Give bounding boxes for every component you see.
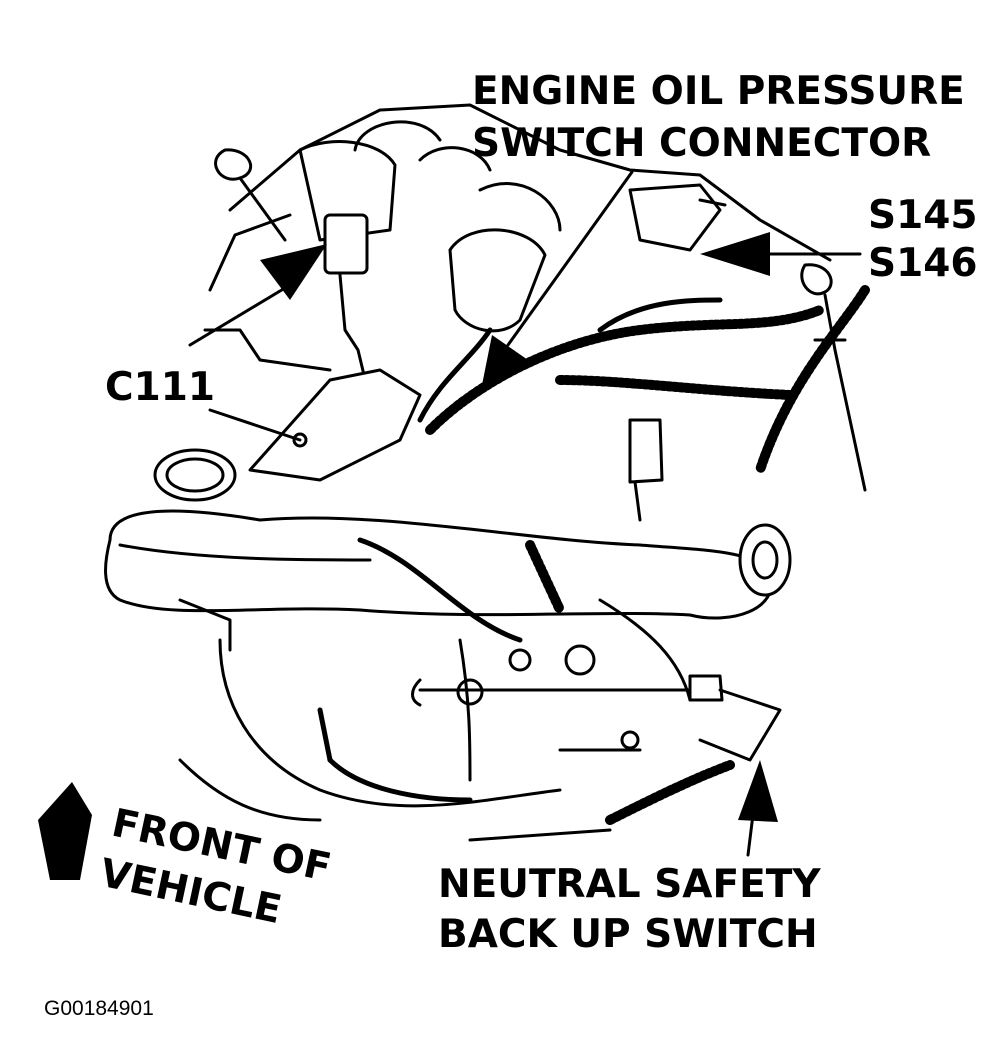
oil-pressure-arrow bbox=[506, 170, 634, 347]
neutral-switch-label-line1: NEUTRAL SAFETY bbox=[438, 862, 821, 907]
c111-arrow bbox=[188, 283, 292, 347]
front-of-vehicle-arrow bbox=[38, 782, 92, 880]
s146-label: S146 bbox=[868, 241, 978, 286]
s145-label: S145 bbox=[868, 193, 978, 238]
c111-label: C111 bbox=[105, 365, 215, 410]
oil-pressure-label-line2: SWITCH CONNECTOR bbox=[472, 121, 931, 166]
neutral-switch-arrowhead bbox=[738, 760, 778, 822]
leader-arrows bbox=[38, 170, 862, 880]
oil-pressure-label-line1: ENGINE OIL PRESSURE bbox=[472, 69, 965, 114]
c111-arrowhead bbox=[260, 244, 327, 300]
engine-illustration bbox=[104, 103, 870, 842]
oil-pressure-arrowhead bbox=[480, 335, 528, 395]
s145-arrowhead bbox=[700, 232, 770, 276]
figure-code: G00184901 bbox=[44, 997, 154, 1020]
neutral-switch-label-line2: BACK UP SWITCH bbox=[438, 912, 818, 957]
